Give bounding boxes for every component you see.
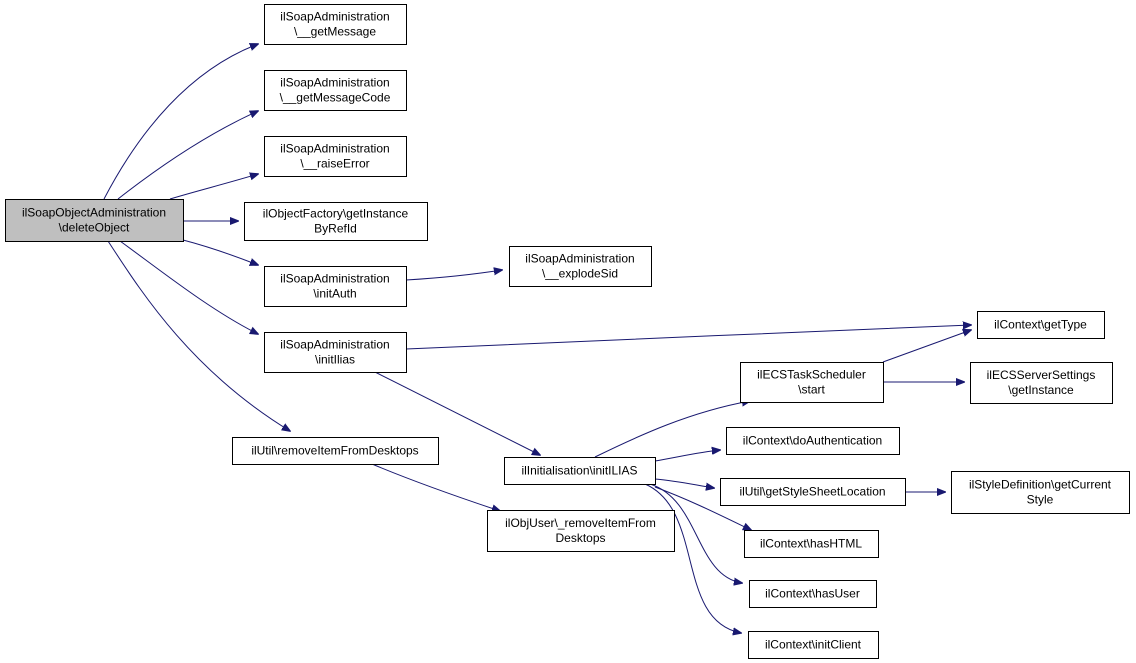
edge-initILIAS-to-ecsStart xyxy=(594,401,750,458)
node-label: Desktops xyxy=(555,531,605,545)
node-label: ilContext\hasUser xyxy=(765,587,860,601)
node-label: ilSoapAdministration xyxy=(525,252,634,266)
node-box xyxy=(744,530,879,558)
node-box xyxy=(740,362,884,403)
node-box xyxy=(977,311,1105,339)
edge-ecsStart-to-getType xyxy=(882,330,971,363)
node-label: ilObjectFactory\getInstance xyxy=(263,207,409,221)
node-raiseError[interactable]: ilSoapAdministration\__raiseError xyxy=(264,136,407,177)
node-box xyxy=(5,199,184,242)
node-box xyxy=(748,631,879,659)
node-box xyxy=(720,478,906,506)
node-label: ByRefId xyxy=(314,222,357,236)
node-label: Style xyxy=(1027,493,1054,507)
edge-initILIAS-to-hasHTML xyxy=(654,486,751,530)
node-box xyxy=(264,266,407,307)
node-getMessageCode[interactable]: ilSoapAdministration\__getMessageCode xyxy=(264,70,407,111)
node-removeItemFromDesktops[interactable]: ilUtil\removeItemFromDesktops xyxy=(232,437,439,465)
edge-removeItemFromDesktops-to-objUserRemove xyxy=(371,463,500,511)
node-label: ilContext\doAuthentication xyxy=(743,434,882,448)
node-getMessage[interactable]: ilSoapAdministration\__getMessage xyxy=(264,4,407,45)
node-box xyxy=(264,70,407,111)
node-label: ilSoapAdministration xyxy=(280,76,389,90)
node-label: ilUtil\removeItemFromDesktops xyxy=(251,444,418,458)
node-getType[interactable]: ilContext\getType xyxy=(977,311,1105,339)
node-root[interactable]: ilSoapObjectAdministration\deleteObject xyxy=(5,199,184,242)
node-label: ilInitialisation\initILIAS xyxy=(521,464,637,478)
node-initAuth[interactable]: ilSoapAdministration\initAuth xyxy=(264,266,407,307)
node-box xyxy=(264,4,407,45)
node-hasUser[interactable]: ilContext\hasUser xyxy=(749,580,877,608)
node-box xyxy=(951,471,1130,514)
node-doAuthentication[interactable]: ilContext\doAuthentication xyxy=(726,427,900,455)
node-initILIAS[interactable]: ilInitialisation\initILIAS xyxy=(504,457,656,485)
node-label: ilECSTaskScheduler xyxy=(757,368,866,382)
node-label: ilStyleDefinition\getCurrent xyxy=(969,478,1112,492)
node-box xyxy=(487,510,675,552)
node-label: ilSoapAdministration xyxy=(280,272,389,286)
node-ecsServerSettings[interactable]: ilECSServerSettings\getInstance xyxy=(970,362,1113,404)
edge-root-to-initAuth xyxy=(182,239,258,265)
edge-initILIAS-to-doAuthentication xyxy=(654,450,720,462)
node-initIlias[interactable]: ilSoapAdministration\initIlias xyxy=(264,332,407,373)
node-label: ilSoapObjectAdministration xyxy=(22,206,166,220)
node-explodeSid[interactable]: ilSoapAdministration\__explodeSid xyxy=(509,246,652,287)
node-label: \initAuth xyxy=(313,287,356,301)
node-label: ilContext\getType xyxy=(994,318,1087,332)
node-objUserRemove[interactable]: ilObjUser\_removeItemFromDesktops xyxy=(487,510,675,552)
node-label: ilSoapAdministration xyxy=(280,142,389,156)
node-box xyxy=(970,362,1113,404)
node-label: ilUtil\getStyleSheetLocation xyxy=(739,485,885,499)
node-hasHTML[interactable]: ilContext\hasHTML xyxy=(744,530,879,558)
edge-initILIAS-to-initClient xyxy=(644,483,741,633)
edge-initIlias-to-initILIAS xyxy=(374,371,540,455)
edges-layer xyxy=(103,44,971,633)
node-label: ilECSServerSettings xyxy=(987,368,1096,382)
edge-root-to-getMessage xyxy=(103,44,258,200)
node-label: \__explodeSid xyxy=(542,267,618,281)
node-box xyxy=(726,427,900,455)
node-label: ilSoapAdministration xyxy=(280,10,389,24)
node-label: ilSoapAdministration xyxy=(280,338,389,352)
node-label: ilContext\hasHTML xyxy=(760,537,862,551)
node-box xyxy=(504,457,656,485)
node-ecsStart[interactable]: ilECSTaskScheduler\start xyxy=(740,362,884,403)
node-label: \start xyxy=(798,383,825,397)
node-label: \getInstance xyxy=(1008,383,1074,397)
edge-initILIAS-to-hasUser xyxy=(649,483,742,583)
node-label: \__getMessage xyxy=(294,25,376,39)
nodes-layer: ilSoapObjectAdministration\deleteObjecti… xyxy=(5,4,1130,659)
node-box xyxy=(264,332,407,373)
node-box xyxy=(749,580,877,608)
node-label: ilObjUser\_removeItemFrom xyxy=(505,516,656,530)
node-getStyleSheetLocation[interactable]: ilUtil\getStyleSheetLocation xyxy=(720,478,906,506)
node-box xyxy=(264,136,407,177)
edge-root-to-removeItemFromDesktops xyxy=(107,240,290,431)
node-box xyxy=(232,437,439,465)
node-label: \__raiseError xyxy=(300,157,369,171)
edge-initAuth-to-explodeSid xyxy=(405,270,502,281)
edge-root-to-raiseError xyxy=(169,174,258,200)
edge-root-to-initIlias xyxy=(119,240,258,334)
node-label: \__getMessageCode xyxy=(280,91,391,105)
edge-initILIAS-to-getStyleSheetLocation xyxy=(654,478,714,488)
node-box xyxy=(244,202,428,241)
node-label: ilContext\initClient xyxy=(765,638,862,652)
edge-root-to-getMessageCode xyxy=(117,111,258,200)
node-label: \deleteObject xyxy=(59,221,130,235)
node-label: \initIlias xyxy=(315,353,355,367)
node-initClient[interactable]: ilContext\initClient xyxy=(748,631,879,659)
node-box xyxy=(509,246,652,287)
edge-initIlias-to-getType xyxy=(405,325,971,350)
